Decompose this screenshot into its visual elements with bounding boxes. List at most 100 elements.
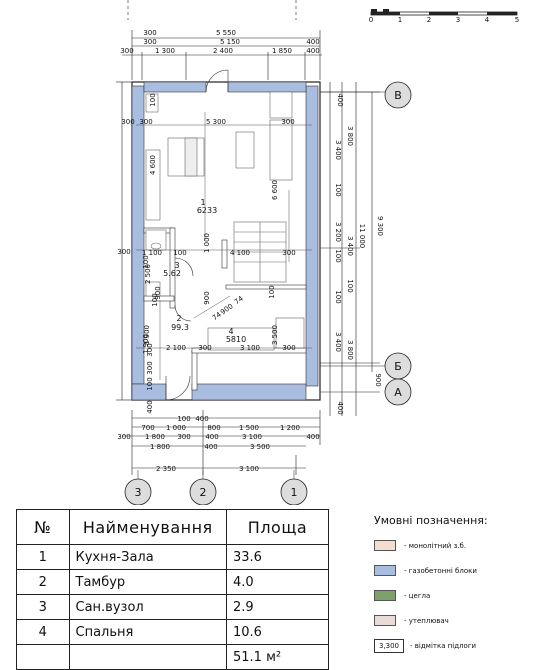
table-row: 4 Спальня 10.6 xyxy=(16,619,329,645)
dim-top-r1-c: 400 xyxy=(306,38,319,46)
room-3-area: 5.62 xyxy=(163,269,181,278)
dim-inner-8: 4 100 xyxy=(230,249,250,257)
dim-inner-21: 100 xyxy=(142,255,150,268)
header-number: № xyxy=(16,509,70,545)
row-name: Спальня xyxy=(68,619,227,645)
dim-top-r3-b: 1 300 xyxy=(155,47,175,55)
dim-inner-15: 3 100 xyxy=(240,344,260,352)
axis-2-circle xyxy=(189,478,217,505)
scale-tick-2: 2 xyxy=(427,16,431,24)
legend-item-aerated-blocks: - газобетонні блоки xyxy=(374,558,534,583)
dim-bot-r4-b: 400 xyxy=(204,443,217,451)
doors xyxy=(165,69,229,401)
dim-bot-r1-b: 400 xyxy=(195,415,208,423)
dim-right-i: 400 xyxy=(336,401,344,414)
room-2-number: 2 xyxy=(176,314,181,323)
table-row: 1 Кухня-Зала 33.6 xyxy=(16,544,329,570)
dim-bot-r1-a: 100 xyxy=(177,415,190,423)
dim-bot-r3-f: 400 xyxy=(306,433,319,441)
bottom-dimension-lines xyxy=(122,410,321,475)
dim-bot-r2-e: 1 200 xyxy=(280,424,300,432)
dim-diag-a: 74 xyxy=(211,310,223,322)
walls xyxy=(131,81,321,401)
dim-inner-17: 300 xyxy=(282,344,295,352)
dim-bot-r2-d: 1 500 xyxy=(239,424,259,432)
scale-tick-3: 3 xyxy=(456,16,460,24)
room-schedule-table: № Найменування Площа 1 Кухня-Зала 33.6 2… xyxy=(16,509,329,670)
scale-tick-5: 5 xyxy=(515,16,519,24)
dim-right-h: 900 xyxy=(374,373,382,386)
legend-item-concrete: - монолітний з.б. xyxy=(374,533,534,558)
room-4-number: 4 xyxy=(228,327,233,336)
header-area: Площа xyxy=(226,509,329,545)
legend-title: Умовні позначення: xyxy=(374,514,488,527)
dim-right-j: 11 000 xyxy=(358,224,366,249)
dim-bot-r3-b: 1 800 xyxy=(145,433,165,441)
dim-inner-1: 300 xyxy=(139,118,152,126)
row-area: 2.9 xyxy=(226,594,329,620)
dim-inner-4: 6 600 xyxy=(271,180,279,200)
dim-bot-r4-c: 3 500 xyxy=(250,443,270,451)
dim-right-f: 100 xyxy=(334,249,342,262)
dim-inner-18: 300 xyxy=(146,343,154,356)
dim-right-d: 100 xyxy=(334,183,342,196)
room-2-area: 99.3 xyxy=(171,323,189,332)
dim-inner-12: 1 900 xyxy=(143,325,151,345)
room-4-area: 5810 xyxy=(226,335,246,344)
row-number: 1 xyxy=(16,544,70,570)
axis-a-label: А xyxy=(394,386,402,399)
dim-bot-r2-b: 1 000 xyxy=(166,424,186,432)
legend-label: - цегла xyxy=(404,591,431,600)
axis-be-label: Б xyxy=(394,360,402,373)
dim-right-b: 3 800 xyxy=(346,126,354,146)
dim-inner-3: 300 xyxy=(281,118,294,126)
floor-plan: 0 1 2 3 4 5 5 550 300 300 400 5 150 300 … xyxy=(116,0,519,505)
dim-right-m: 100 xyxy=(346,279,354,292)
total-area: 51.1 м² xyxy=(226,644,329,670)
dim-bot-r3-a: 300 xyxy=(117,433,130,441)
right-dimension-lines xyxy=(320,82,380,416)
left-dimension-lines xyxy=(116,81,132,401)
dim-right-g: 3 800 xyxy=(346,340,354,360)
dim-left-i: 400 xyxy=(146,400,154,413)
dim-top-r3-a: 300 xyxy=(120,47,133,55)
legend-label: - газобетонні блоки xyxy=(404,566,477,575)
floor-level-box: 3,300 xyxy=(374,638,404,653)
dim-bot-r3-d: 400 xyxy=(205,433,218,441)
row-number: 2 xyxy=(16,569,70,595)
axis-1-circle xyxy=(280,478,308,505)
dim-right-a: 400 xyxy=(336,93,344,106)
interior-dimension-lines xyxy=(136,112,312,380)
row-name: Кухня-Зала xyxy=(68,544,227,570)
table-row: 2 Тамбур 4.0 xyxy=(16,569,329,595)
dim-top-r1-a: 300 xyxy=(143,29,156,37)
furniture xyxy=(145,91,305,351)
dim-inner-7: 100 xyxy=(173,249,186,257)
dim-top-total: 5 550 xyxy=(216,29,236,37)
axis-3-circle xyxy=(124,478,152,505)
room-1-number: 1 xyxy=(200,198,205,207)
row-area: 4.0 xyxy=(226,569,329,595)
table-row: 3 Сан.вузол 2.9 xyxy=(16,594,329,620)
axis-1-label: 1 xyxy=(291,486,298,499)
legend-label: - утеплювач xyxy=(404,616,449,625)
top-dimension-lines xyxy=(122,0,322,80)
dim-left-g: 300 xyxy=(146,361,154,374)
dim-right-e: 3 200 xyxy=(334,222,342,242)
room-3-number: 3 xyxy=(174,261,179,270)
row-name: Тамбур xyxy=(68,569,227,595)
legend-item-brick: - цегла xyxy=(374,583,534,608)
dim-left-e: 100 xyxy=(151,293,159,306)
dim-inner-19: 100 xyxy=(268,285,276,298)
table-total-row: 51.1 м² xyxy=(16,644,329,670)
dim-inner-14: 300 xyxy=(198,344,211,352)
legend-item-floor-level: 3,300 - відмітка підлоги xyxy=(374,633,534,658)
room-1-area: 6233 xyxy=(197,206,217,215)
row-area: 10.6 xyxy=(226,619,329,645)
dim-top-r3-d: 1 850 xyxy=(272,47,292,55)
row-name: Сан.вузол xyxy=(68,594,227,620)
dim-left-h: 100 xyxy=(146,377,154,390)
legend: Умовні позначення: - монолітний з.б. - г… xyxy=(374,514,534,658)
row-number: 3 xyxy=(16,594,70,620)
dim-right-k: 9 300 xyxy=(376,216,384,236)
